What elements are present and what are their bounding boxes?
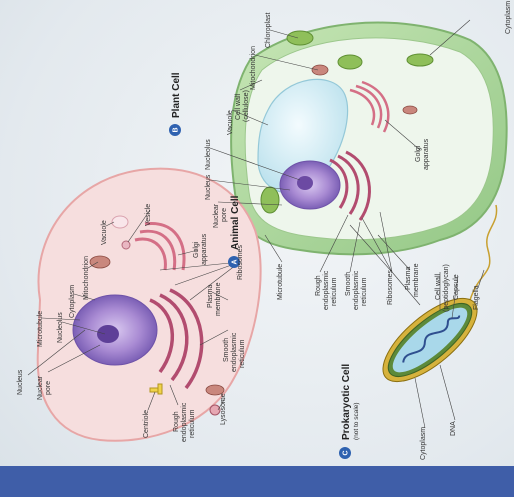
animal-label-rough-er-3: reticulum	[189, 409, 196, 438]
animal-label-centriole: Centriole	[143, 410, 150, 438]
animal-label-cytoplasm: Cytoplasm	[69, 285, 76, 318]
animal-label-vesicle: Vesicle	[145, 204, 152, 226]
animal-label-plasma-membrane-1: Plasma	[207, 285, 214, 308]
plant-label-chloroplast: Chloroplast	[265, 13, 272, 48]
animal-nucleolus	[97, 325, 119, 343]
prokaryote-label-dna: DNA	[450, 421, 457, 436]
plant-label-nuclear-pore-2: pore	[221, 208, 228, 222]
animal-label-nuclear-pore-1: Nuclear	[37, 375, 44, 400]
plant-label-mitochondrion: Mitochondrion	[250, 46, 257, 90]
plant-label-nucleolus: Nucleolus	[205, 139, 212, 170]
plant-label-vacuole: Vacuole	[227, 110, 234, 135]
animal-label-lysosome: Lysosome	[220, 393, 227, 425]
animal-label-microtubule: Microtubule	[37, 311, 44, 347]
panel-c-heading: C Prokaryotic Cell (not to scale)	[339, 364, 360, 459]
plant-label-nucleus: Nucleus	[205, 174, 212, 200]
plant-label-ribosomes: Ribosomes	[387, 269, 394, 305]
animal-lysosome	[210, 405, 220, 415]
animal-vacuole	[112, 216, 128, 228]
plant-label-rough-er-3: reticulum	[331, 277, 338, 306]
plant-cell	[231, 23, 507, 255]
animal-label-mitochondrion: Mitochondrion	[83, 256, 90, 300]
plant-label-nuclear-pore-1: Nuclear	[213, 203, 220, 228]
animal-label-nucleolus: Nucleolus	[57, 312, 64, 343]
plant-label-plasma-membrane-1: Plasma	[405, 267, 412, 290]
plant-label-plasma-membrane-2: membrane	[413, 263, 420, 297]
animal-vesicle	[122, 241, 130, 249]
plant-label-smooth-er-2: endoplasmic	[353, 270, 360, 310]
animal-label-plasma-membrane-2: membrane	[215, 282, 222, 316]
panel-b-badge-letter: B	[173, 127, 180, 132]
animal-label-smooth-er-1: Smooth	[223, 338, 230, 362]
panel-b-title: Plant Cell	[171, 72, 182, 118]
panel-c-subtitle: (not to scale)	[353, 402, 360, 440]
plant-label-cell-wall-2: (cellulose)	[243, 90, 250, 122]
plant-label-rough-er-2: endoplasmic	[323, 270, 330, 310]
animal-label-nuclear-pore-2: pore	[45, 381, 52, 395]
footer-bar	[0, 466, 514, 497]
animal-label-golgi-2: apparatus	[201, 233, 208, 265]
animal-label-smooth-er-3: reticulum	[239, 339, 246, 368]
plant-label-rough-er-1: Rough	[315, 275, 322, 296]
animal-label-vacuole: Vacuole	[101, 220, 108, 245]
plant-nucleolus	[297, 176, 313, 190]
animal-label-ribosomes: Ribosomes	[237, 244, 244, 280]
panel-c-badge-letter: C	[343, 450, 350, 455]
plant-label-golgi-1: Golgi	[415, 145, 422, 162]
prokaryote-label-capsule: Capsule	[453, 274, 460, 300]
plant-label-cytoplasm: Cytoplasm	[505, 1, 512, 34]
panel-c-title: Prokaryotic Cell	[341, 364, 352, 440]
animal-label-smooth-er-2: endoplasmic	[231, 332, 238, 372]
animal-label-rough-er-1: Rough	[173, 411, 180, 432]
panel-a-title: Animal Cell	[230, 195, 241, 250]
animal-label-nucleus: Nucleus	[17, 369, 24, 395]
plant-label-golgi-2: apparatus	[423, 138, 430, 170]
plant-label-cell-wall-1: Cell wall	[235, 93, 242, 120]
animal-label-golgi-1: Golgi	[193, 241, 200, 258]
prokaryote-label-cell-wall-2: (peptidoglycan)	[443, 264, 450, 312]
plant-label-smooth-er-1: Smooth	[345, 272, 352, 296]
plant-label-microtubule: Microtubule	[277, 264, 284, 300]
prokaryote-label-flagella: Flagella	[473, 285, 480, 310]
prokaryote-label-cell-wall-1: Cell wall	[435, 273, 442, 300]
plant-label-smooth-er-3: reticulum	[361, 277, 368, 306]
prokaryote-label-cytoplasm: Cytoplasm	[420, 427, 427, 460]
panel-b-heading: B Plant Cell	[169, 72, 182, 136]
animal-label-rough-er-2: endoplasmic	[181, 402, 188, 442]
